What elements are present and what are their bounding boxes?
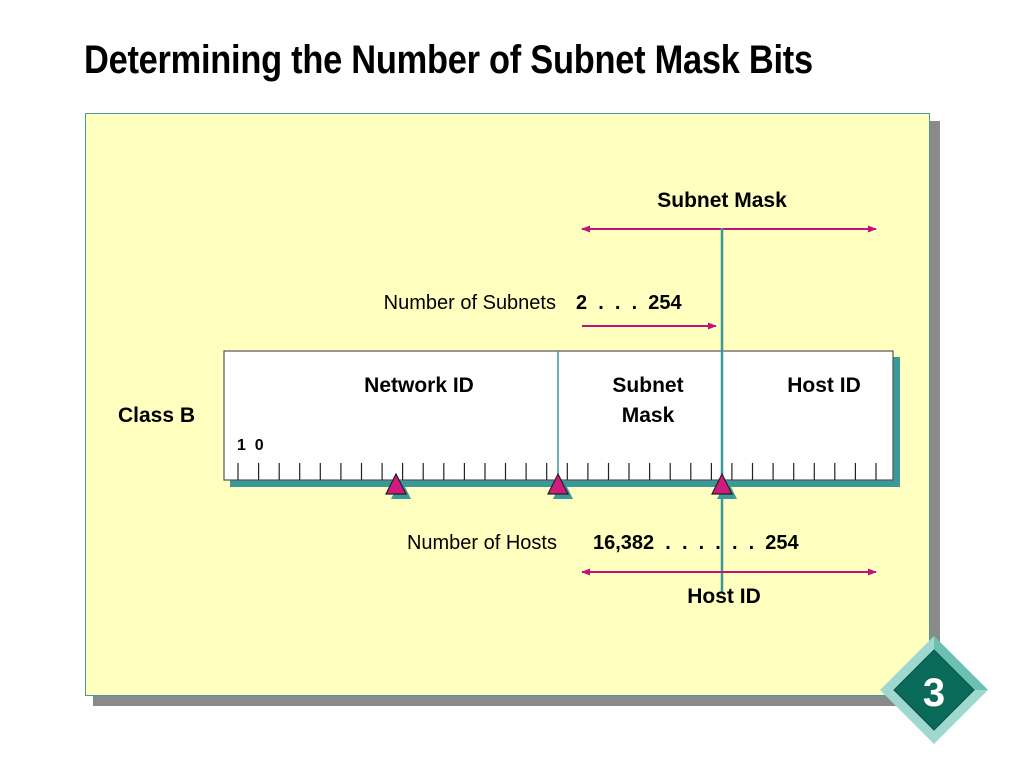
number-of-hosts-label: Number of Hosts	[407, 532, 557, 554]
host-id-box-label: Host ID	[787, 374, 861, 397]
subnet-mask-top-label: Subnet Mask	[657, 189, 787, 212]
leading-bits-label: 1 0	[237, 437, 264, 454]
slide-title: Determining the Number of Subnet Mask Bi…	[84, 38, 813, 82]
network-id-label: Network ID	[364, 374, 474, 397]
class-b-label: Class B	[118, 404, 195, 427]
bit-tick-marks	[237, 463, 877, 480]
subnet-label-line1: Subnet	[612, 374, 683, 397]
subnet-label-line2: Mask	[622, 404, 675, 427]
host-id-bottom-label: Host ID	[687, 585, 761, 608]
number-of-subnets-label: Number of Subnets	[384, 292, 556, 314]
hosts-range-value: 16,382 . . . . . . 254	[593, 532, 800, 554]
network-boundary-marker	[385, 472, 411, 499]
subnets-range-value: 2 . . . 254	[576, 292, 682, 314]
page-number: 3	[923, 671, 945, 715]
page-number-badge: 3	[880, 636, 988, 744]
host-boundary-marker	[711, 472, 737, 499]
subnet-boundary-marker	[547, 472, 573, 499]
